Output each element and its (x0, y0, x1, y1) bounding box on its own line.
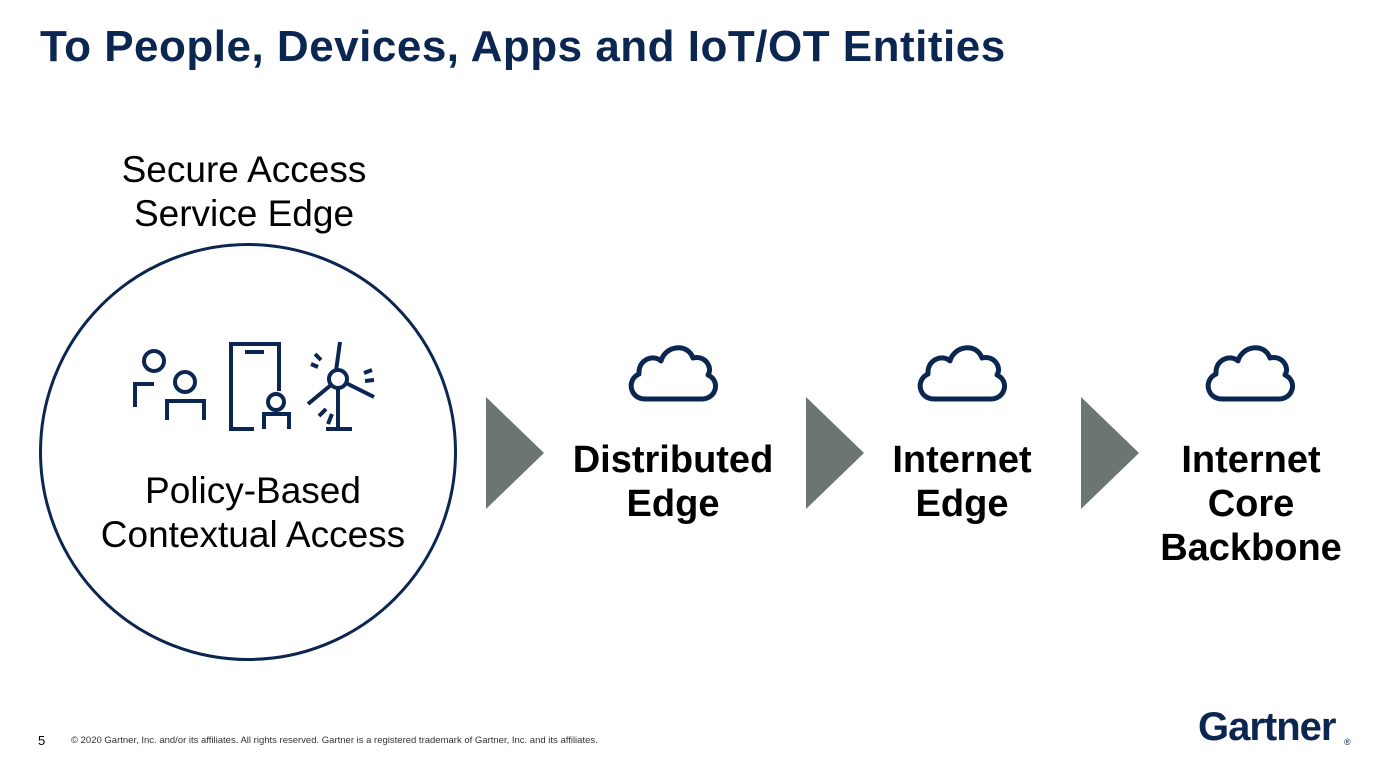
sase-label-line2: Service Edge (133, 193, 355, 234)
entity-icons (133, 341, 375, 431)
copyright-text: © 2020 Gartner, Inc. and/or its affiliat… (71, 735, 598, 746)
stage-distributed-edge: Distributed Edge (553, 438, 793, 526)
flow-arrow-3 (1081, 397, 1139, 509)
stage-label-line3: Backbone (1160, 527, 1342, 569)
cloud-icon (1205, 345, 1295, 402)
cloud-icon (628, 345, 718, 402)
wind-turbine-icon (306, 341, 375, 431)
stage-label-line1: Internet (892, 439, 1032, 481)
registered-mark: ® (1344, 737, 1351, 747)
stage-internet-edge: Internet Edge (862, 438, 1062, 526)
people-icon (133, 349, 206, 420)
sase-label: Secure Access Service Edge (84, 148, 404, 236)
flow-arrow-2 (806, 397, 864, 509)
stage-internet-core-backbone: Internet Core Backbone (1140, 438, 1362, 570)
stage-label-line2: Edge (626, 483, 720, 525)
stage-label-line1: Internet (1181, 439, 1321, 481)
page-number: 5 (38, 733, 46, 748)
circle-label-line2: Contextual Access (100, 514, 406, 555)
sase-label-line1: Secure Access (121, 149, 367, 190)
sase-circle (39, 243, 457, 661)
stage-label-line2: Core (1207, 483, 1295, 525)
circle-label-line1: Policy-Based (145, 470, 361, 511)
circle-label: Policy-Based Contextual Access (60, 469, 446, 557)
stage-label-line1: Distributed (572, 439, 774, 481)
slide-title: To People, Devices, Apps and IoT/OT Enti… (40, 22, 1006, 71)
flow-arrow-1 (486, 397, 544, 509)
stage-label-line2: Edge (915, 483, 1009, 525)
cloud-icon (917, 345, 1007, 402)
gartner-logo: Gartner (1198, 705, 1336, 749)
device-user-icon (229, 342, 291, 431)
